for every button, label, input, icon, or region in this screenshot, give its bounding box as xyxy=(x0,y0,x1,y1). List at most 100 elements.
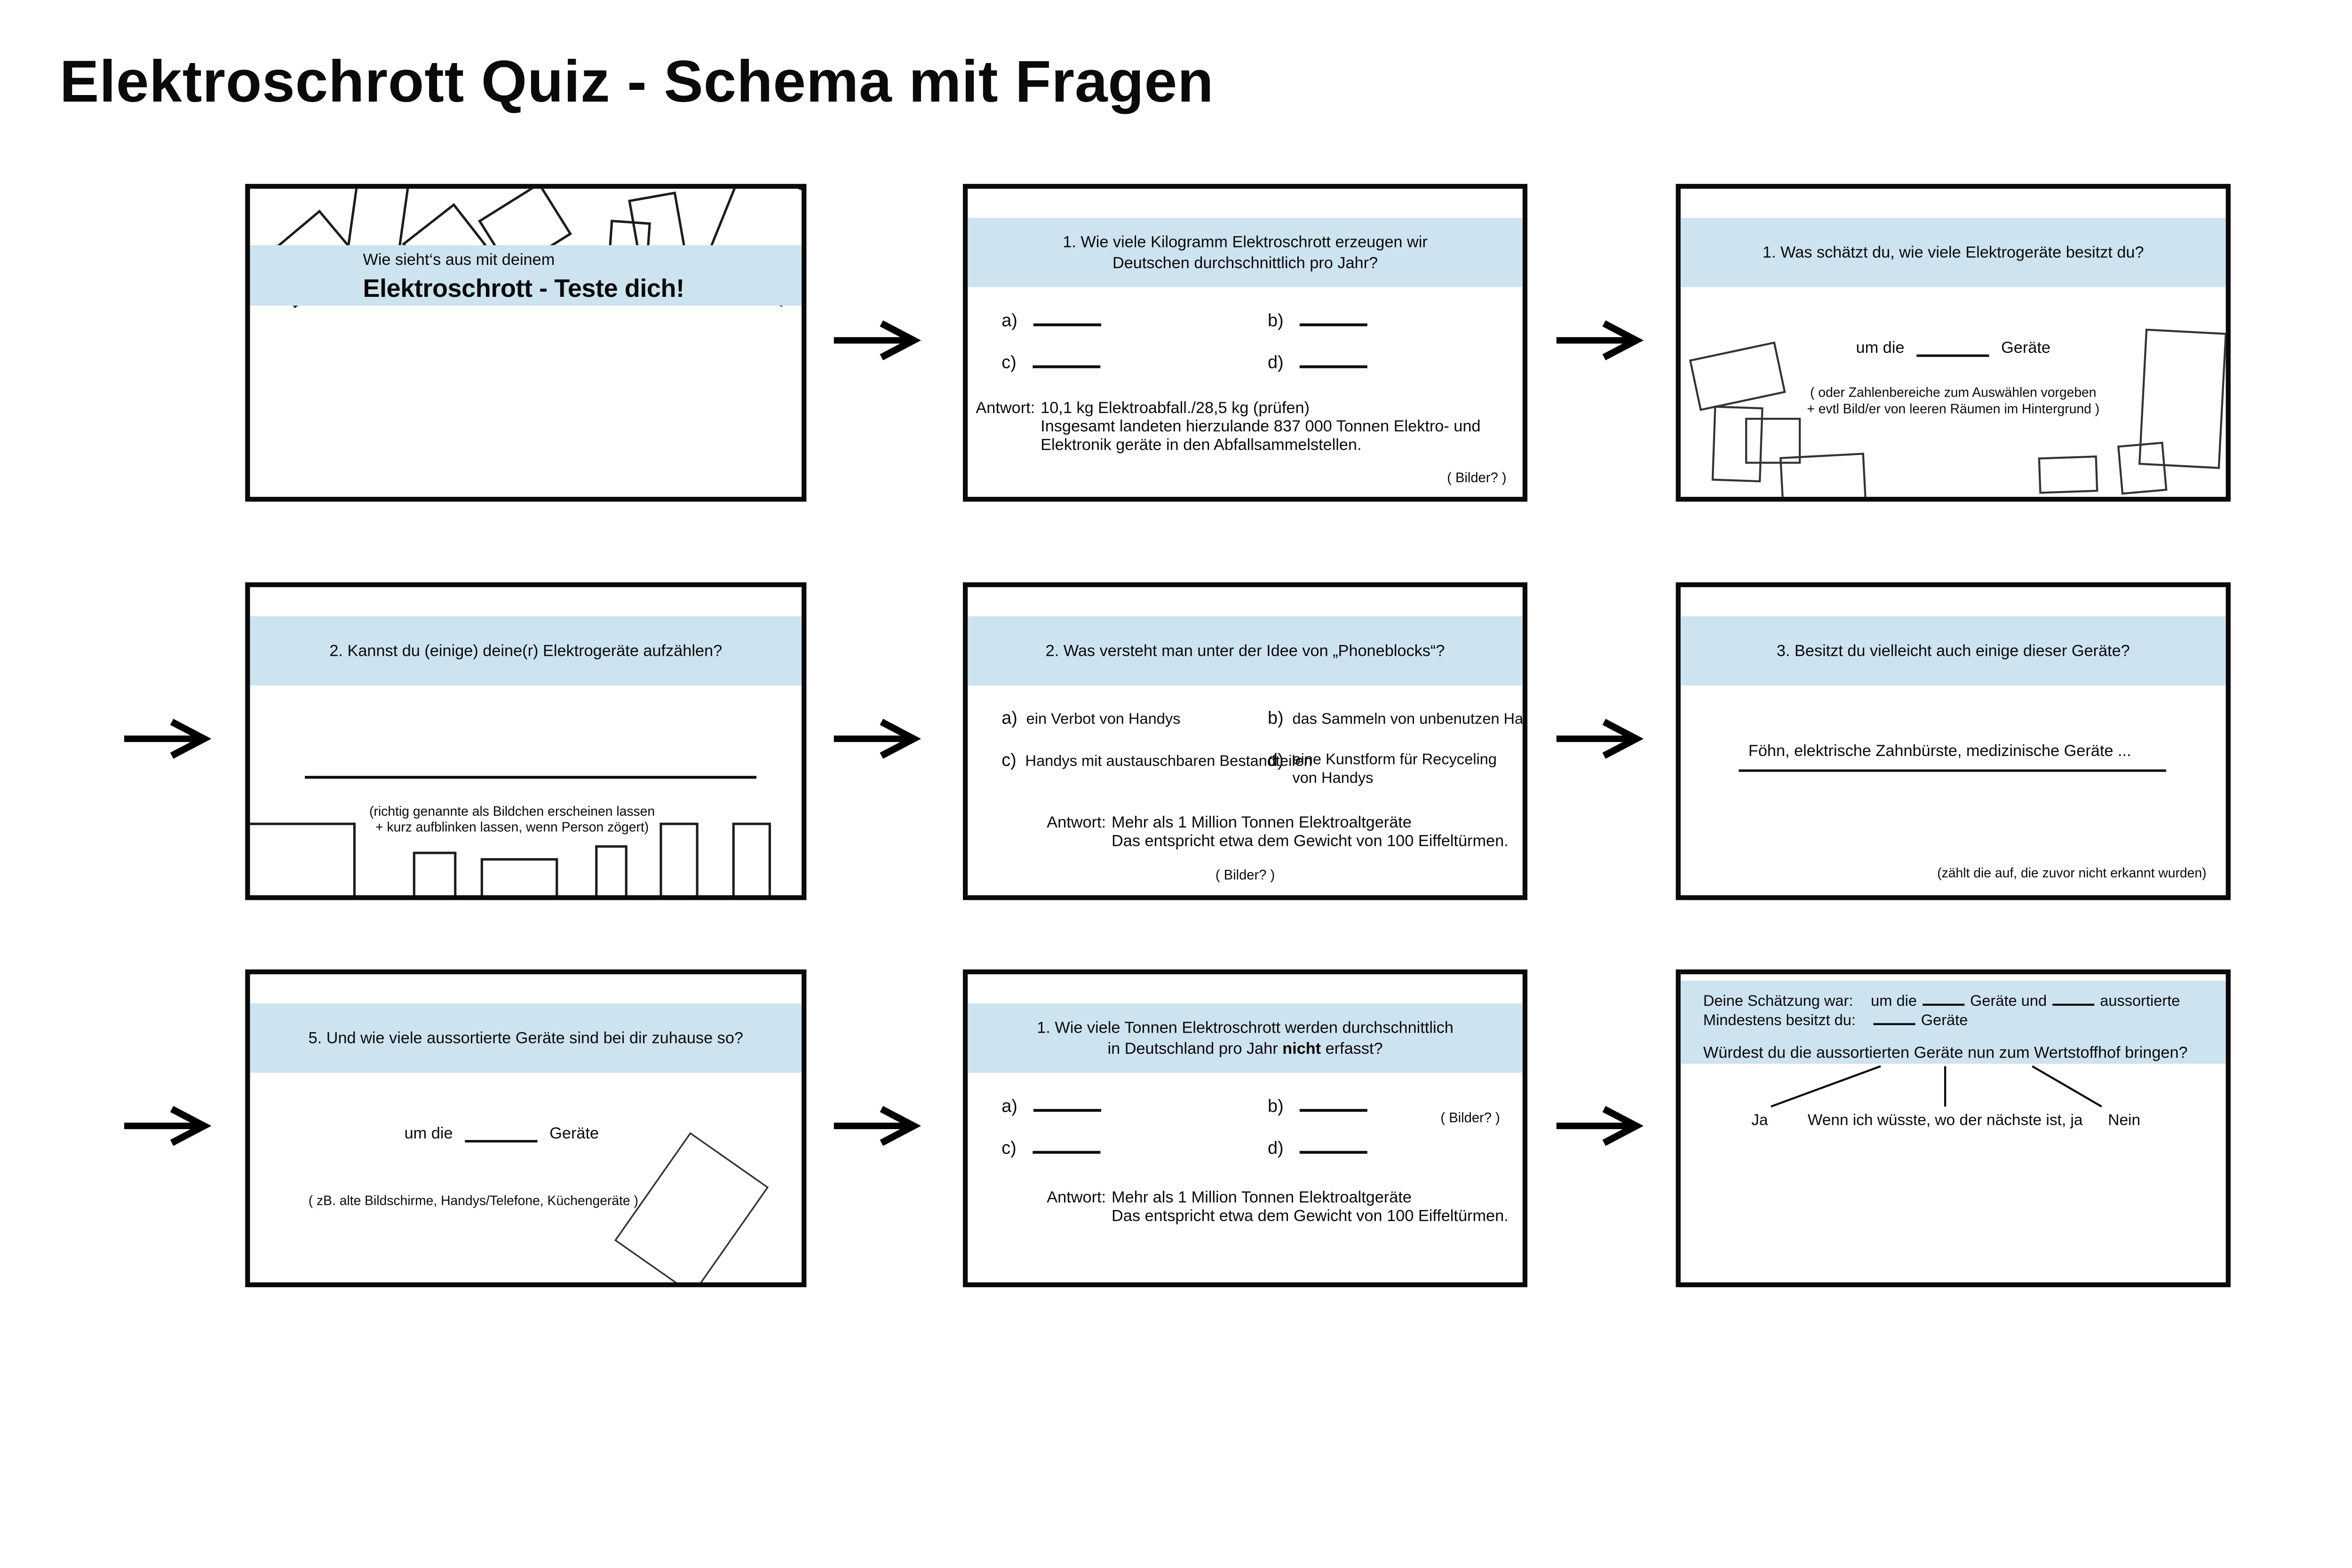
question-text: 2. Kannst du (einige) deine(r) Elektroge… xyxy=(329,642,723,660)
behavior-note: (richtig genannte als Bildchen erscheine… xyxy=(369,804,655,835)
answer-lines: Mehr als 1 Million Tonnen Elektroaltgerä… xyxy=(1112,813,1509,850)
option-b: b) xyxy=(1268,1095,1367,1116)
answer-prefix: Antwort: xyxy=(1047,813,1106,831)
flow-arrow-icon xyxy=(1553,718,1647,760)
answer-block: Antwort: Mehr als 1 Million Tonnen Elekt… xyxy=(1047,813,1508,850)
question-text: 3. Besitzt du vielleicht auch einige die… xyxy=(1776,642,2130,660)
answer-blank xyxy=(465,1125,538,1143)
device-sketch-rect xyxy=(1779,453,1867,497)
answer-blank xyxy=(1299,1137,1367,1154)
option-a: a) xyxy=(1001,310,1102,331)
panel-q2-list: 2. Kannst du (einige) deine(r) Elektroge… xyxy=(245,582,807,900)
question-text-line2: Deutschen durchschnittlich pro Jahr? xyxy=(1112,254,1378,272)
flow-arrow-icon xyxy=(831,718,924,760)
answer-blank xyxy=(1033,310,1102,326)
option-d: d) xyxy=(1268,351,1367,373)
option-a: a)ein Verbot von Handys xyxy=(1001,708,1181,728)
flow-arrow-icon xyxy=(831,319,924,361)
panel-q1-estimate: 1. Was schätzt du, wie viele Elektrogerä… xyxy=(1676,183,2231,502)
question-banner: 3. Besitzt du vielleicht auch einige die… xyxy=(1680,616,2226,686)
option-b: b)das Sammeln von unbenutzen Handys xyxy=(1268,708,1524,728)
choice-ja: Ja xyxy=(1751,1111,1768,1129)
examples-text: Föhn, elektrische Zahnbürste, medizinisc… xyxy=(1748,742,2131,760)
answer-line xyxy=(305,776,757,779)
answer-blank xyxy=(1032,351,1100,368)
answer-blank xyxy=(1033,1095,1102,1112)
intro-pre-title: Wie sieht‘s aus mit deinem xyxy=(363,251,555,269)
panel-q2-phoneblocks: 2. Was versteht man unter der Idee von „… xyxy=(962,582,1528,900)
device-sketch-rect xyxy=(614,1132,769,1282)
idea-note: ( oder Zahlenbereiche zum Auswählen vorg… xyxy=(1807,384,2100,416)
image-placeholder-rect xyxy=(660,822,699,895)
question-text: 5. Und wie viele aussortierte Geräte sin… xyxy=(308,1029,743,1047)
question-text-line1: 1. Wie viele Kilogramm Elektroschrott er… xyxy=(1063,233,1428,251)
question-banner: 1. Was schätzt du, wie viele Elektrogerä… xyxy=(1680,217,2226,287)
flow-arrow-icon xyxy=(1553,319,1647,361)
question-banner: 5. Und wie viele aussortierte Geräte sin… xyxy=(250,1003,802,1073)
device-sketch-rect xyxy=(2038,455,2098,494)
images-note: ( Bilder? ) xyxy=(1215,867,1275,883)
option-d: d)eine Kunstform für Recyceling von Hand… xyxy=(1268,750,1497,787)
images-note: ( Bilder? ) xyxy=(1440,1110,1500,1126)
answer-blank xyxy=(1299,1095,1367,1112)
device-sketch-rect xyxy=(1745,418,1801,464)
question-banner: 2. Was versteht man unter der Idee von „… xyxy=(968,616,1523,686)
image-placeholder-rect xyxy=(250,822,356,895)
answer-lines: 10,1 kg Elektroabfall./28,5 kg (prüfen) … xyxy=(1041,398,1481,454)
question-text: 2. Was versteht man unter der Idee von „… xyxy=(1045,642,1445,660)
count-note: (zählt die auf, die zuvor nicht erkannt … xyxy=(1937,865,2207,881)
choice-nein: Nein xyxy=(2108,1111,2141,1129)
schema-canvas: Elektroschrott Quiz - Schema mit Fragen … xyxy=(59,48,2231,1288)
answer-block: Antwort: 10,1 kg Elektroabfall./28,5 kg … xyxy=(976,398,1480,454)
answer-prefix: Antwort: xyxy=(1047,1188,1106,1206)
question-banner: 2. Kannst du (einige) deine(r) Elektroge… xyxy=(250,616,802,686)
panel-q1-kilogramm: 1. Wie viele Kilogramm Elektroschrott er… xyxy=(962,183,1528,502)
image-placeholder-rect xyxy=(595,845,628,895)
minimum-row: Mindestens besitzt du:Geräte xyxy=(1703,1011,1968,1029)
question-banner: 1. Wie viele Tonnen Elektroschrott werde… xyxy=(968,1003,1523,1073)
question-banner: Wie sieht‘s aus mit deinem Elektroschrot… xyxy=(250,245,802,306)
question-text: 1. Was schätzt du, wie viele Elektrogerä… xyxy=(1762,243,2144,262)
answer-prefix: Antwort: xyxy=(976,398,1035,417)
page-title: Elektroschrott Quiz - Schema mit Fragen xyxy=(59,48,1214,114)
image-placeholder-rect xyxy=(732,822,771,895)
question-banner: 1. Wie viele Kilogramm Elektroschrott er… xyxy=(968,217,1523,287)
option-c: c) xyxy=(1001,1137,1100,1158)
answer-blank xyxy=(1873,1011,1915,1025)
flow-arrow-icon xyxy=(1553,1105,1647,1147)
branch-lines xyxy=(1771,1065,2102,1108)
intro-title: Elektroschrott - Teste dich! xyxy=(363,274,684,302)
answer-blank xyxy=(2052,992,2095,1006)
answer-line xyxy=(1739,769,2166,772)
question-text-line2: in Deutschland pro Jahr nicht erfasst? xyxy=(1107,1039,1383,1058)
option-a: a) xyxy=(1001,1095,1102,1116)
option-d: d) xyxy=(1268,1137,1367,1158)
choice-wenn: Wenn ich wüsste, wo der nächste ist, ja xyxy=(1807,1111,2083,1129)
final-question: Würdest du die aussortierten Geräte nun … xyxy=(1703,1043,2188,1062)
panel-q3-devices: 3. Besitzt du vielleicht auch einige die… xyxy=(1676,582,2231,900)
answer-block: Antwort: Mehr als 1 Million Tonnen Elekt… xyxy=(1047,1188,1508,1225)
answer-blank xyxy=(1299,351,1367,368)
question-text-line1: 1. Wie viele Tonnen Elektroschrott werde… xyxy=(1037,1019,1454,1036)
answer-blank xyxy=(1916,340,1989,357)
examples-note: ( zB. alte Bildschirme, Handys/Telefone,… xyxy=(308,1193,638,1208)
flow-arrow-icon xyxy=(831,1105,924,1147)
flow-arrow-icon xyxy=(121,718,215,760)
images-note: ( Bilder? ) xyxy=(1447,470,1507,486)
panel-intro: Wie sieht‘s aus mit deinem Elektroschrot… xyxy=(245,183,807,502)
option-c: c) xyxy=(1001,351,1100,373)
answer-blank xyxy=(1032,1137,1100,1154)
option-b: b) xyxy=(1268,310,1367,331)
panel-q1-not-captured: 1. Wie viele Tonnen Elektroschrott werde… xyxy=(962,969,1528,1288)
panel-q5-sorted-out: 5. Und wie viele aussortierte Geräte sin… xyxy=(245,969,807,1288)
image-placeholder-rect xyxy=(413,852,457,895)
image-placeholder-rect xyxy=(480,858,558,895)
answer-lines: Mehr als 1 Million Tonnen Elektroaltgerä… xyxy=(1112,1188,1509,1225)
option-c: c)Handys mit austauschbaren Bestandteile… xyxy=(1001,750,1312,770)
answer-blank xyxy=(1299,310,1367,326)
